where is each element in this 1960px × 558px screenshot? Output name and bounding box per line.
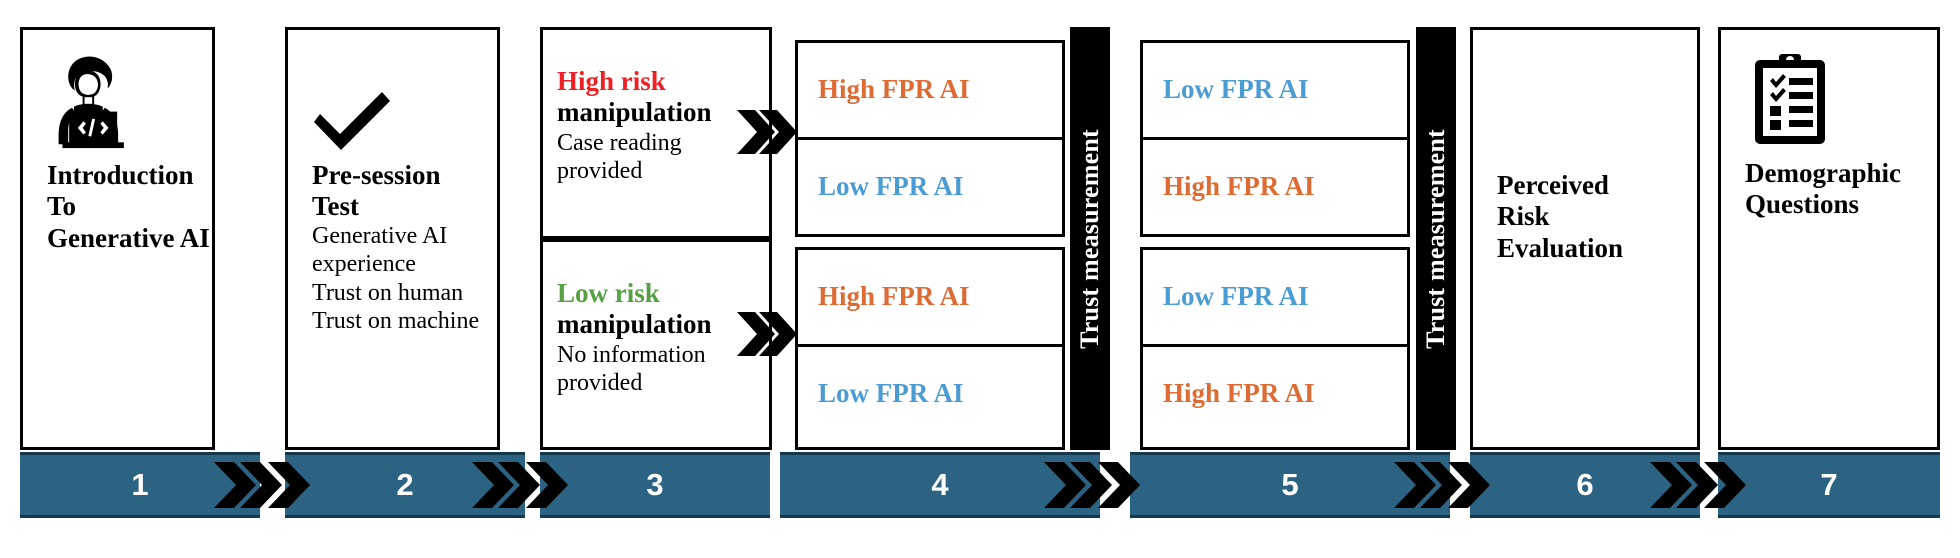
- step-7-title: Demographic Questions: [1745, 158, 1945, 221]
- clipboard-checklist-icon: [1749, 52, 1831, 148]
- step-panel-1: Introduction To Generative AI: [20, 27, 215, 450]
- step-1-title-line-3: Generative AI: [47, 222, 210, 253]
- step-4-group-2-cell-2: Low FPR AI: [795, 344, 1065, 450]
- low-risk-label: Low risk: [557, 278, 660, 308]
- low-risk-detail-2: provided: [557, 369, 643, 396]
- step-number-segment-7: 7: [1718, 452, 1940, 518]
- step-7-title-line-2: Questions: [1745, 189, 1860, 220]
- step-5-low-fpr-ai-label-2: Low FPR AI: [1163, 281, 1309, 311]
- step-4-group-2: High FPR AI Low FPR AI: [795, 247, 1065, 450]
- low-risk-detail-1: No information: [557, 341, 706, 368]
- trust-measurement-label-2: Trust measurement: [1421, 128, 1451, 349]
- step-6-title-line-1: Perceived: [1497, 170, 1609, 200]
- step-2-detail-2: experience: [312, 251, 416, 278]
- step-panel-6: Perceived Risk Evaluation: [1470, 27, 1700, 450]
- step-panel-2: Pre-session Test Generative AI experienc…: [285, 27, 500, 450]
- step-number-6: 6: [1576, 467, 1594, 502]
- step-5-group-1-cell-2: High FPR AI: [1140, 137, 1410, 237]
- step-5-group-2-cell-2: High FPR AI: [1140, 344, 1410, 450]
- step-2-title-line-1: Pre-session: [312, 160, 441, 190]
- step-number-5: 5: [1281, 467, 1299, 502]
- step-2-detail-3: Trust on human: [312, 279, 464, 306]
- step-number-segment-5: 5: [1130, 452, 1450, 518]
- step-5-high-fpr-ai-label-1: High FPR AI: [1163, 171, 1315, 201]
- step-number-2: 2: [396, 467, 414, 502]
- trust-measurement-bar-1: Trust measurement: [1070, 27, 1110, 450]
- step-7-title-line-1: Demographic: [1745, 158, 1901, 188]
- step-panel-3-high-risk: High risk manipulation Case reading prov…: [540, 27, 772, 239]
- step-5-group-1-cell-1: Low FPR AI: [1140, 40, 1410, 140]
- step-4-low-fpr-ai-label-2: Low FPR AI: [818, 378, 964, 408]
- step-5-high-fpr-ai-label-2: High FPR AI: [1163, 378, 1315, 408]
- step-2-title: Pre-session Test: [312, 160, 502, 223]
- step-number-segment-3: 3: [540, 452, 770, 518]
- step-6-title-line-3: Evaluation: [1497, 232, 1624, 263]
- step-6-title-line-2: Risk: [1497, 201, 1550, 232]
- step-5-low-fpr-ai-label-1: Low FPR AI: [1163, 74, 1309, 104]
- step-panel-3-low-risk: Low risk manipulation No information pro…: [540, 239, 772, 450]
- high-risk-manipulation-label: manipulation: [557, 97, 712, 128]
- person-at-laptop-icon: [49, 52, 145, 152]
- step-5-group-2: Low FPR AI High FPR AI: [1140, 247, 1410, 450]
- step-4-high-fpr-ai-label-1: High FPR AI: [818, 74, 970, 104]
- step-number-1: 1: [131, 467, 149, 502]
- step-1-title-line-2: To: [47, 191, 77, 222]
- high-risk-label: High risk: [557, 66, 666, 96]
- step-panel-7: Demographic Questions: [1718, 27, 1940, 450]
- step-number-segment-4: 4: [780, 452, 1100, 518]
- step-number-segment-2: 2: [285, 452, 525, 518]
- step-4-group-2-cell-1: High FPR AI: [795, 247, 1065, 347]
- step-4-low-fpr-ai-label-1: Low FPR AI: [818, 171, 964, 201]
- step-1-title-line-1: Introduction: [47, 160, 194, 190]
- step-2-detail-1: Generative AI: [312, 223, 448, 249]
- step-2-title-line-2: Test: [312, 191, 360, 222]
- step-5-group-1: Low FPR AI High FPR AI: [1140, 40, 1410, 237]
- step-6-title: Perceived Risk Evaluation: [1497, 170, 1697, 264]
- high-risk-detail-1: Case reading: [557, 129, 682, 156]
- step-5-group-2-cell-1: Low FPR AI: [1140, 247, 1410, 347]
- low-risk-manipulation-label: manipulation: [557, 309, 712, 340]
- trust-measurement-label-1: Trust measurement: [1075, 128, 1105, 349]
- step-2-details: Generative AI experience Trust on human …: [312, 222, 507, 335]
- step-4-group-1: High FPR AI Low FPR AI: [795, 40, 1065, 237]
- high-risk-detail-2: provided: [557, 157, 643, 184]
- step-number-7: 7: [1820, 467, 1838, 502]
- checkmark-icon: [310, 90, 396, 152]
- step-4-group-1-cell-1: High FPR AI: [795, 40, 1065, 140]
- step-number-segment-1: 1: [20, 452, 260, 518]
- step-number-3: 3: [646, 467, 664, 502]
- step-number-segment-6: 6: [1470, 452, 1700, 518]
- step-4-group-1-cell-2: Low FPR AI: [795, 137, 1065, 237]
- step-number-4: 4: [931, 467, 949, 502]
- step-1-title: Introduction To Generative AI: [47, 160, 217, 254]
- trust-measurement-bar-2: Trust measurement: [1416, 27, 1456, 450]
- step-4-high-fpr-ai-label-2: High FPR AI: [818, 281, 970, 311]
- step-2-detail-4: Trust on machine: [312, 307, 480, 334]
